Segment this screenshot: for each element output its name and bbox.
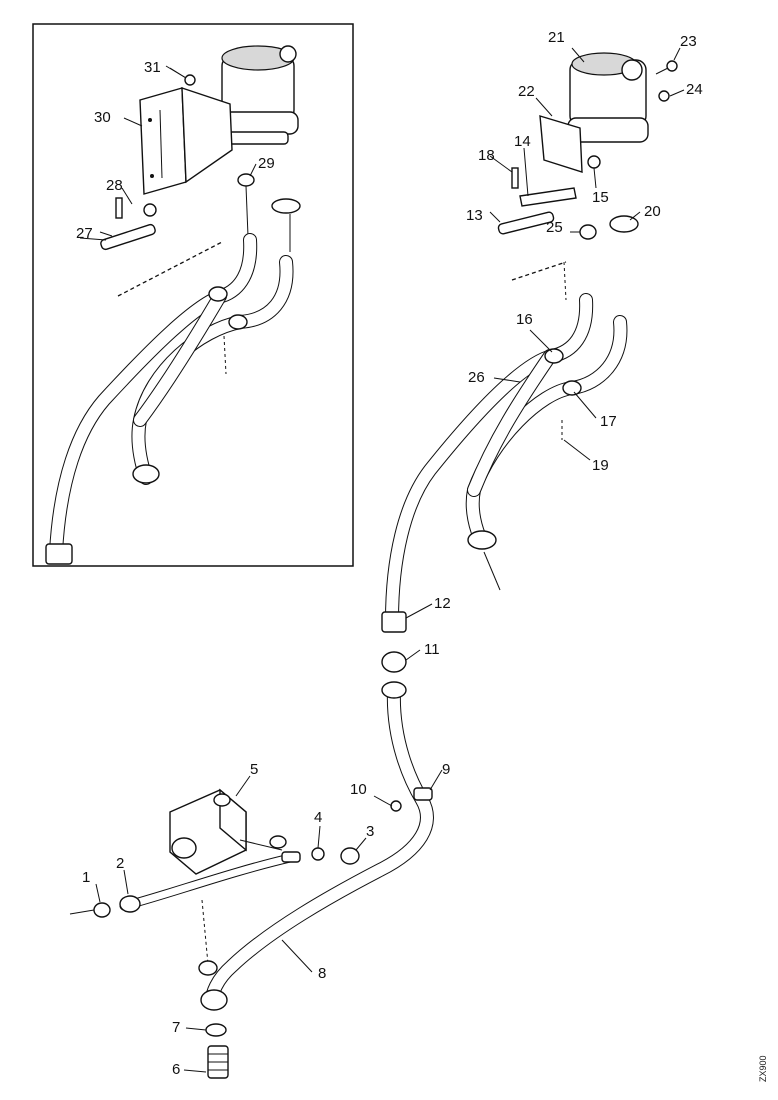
washer-15 xyxy=(587,155,601,169)
fitting-4 xyxy=(311,847,325,861)
nut-24 xyxy=(658,90,670,102)
callout-8: 8 xyxy=(318,965,326,982)
bracket-14 xyxy=(519,187,577,207)
callout-6: 6 xyxy=(172,1061,180,1078)
callout-22: 22 xyxy=(518,83,535,100)
fitting-12 xyxy=(381,611,407,633)
inset-bracket xyxy=(139,87,233,195)
callout-17: 17 xyxy=(600,413,617,430)
callout-26: 26 xyxy=(468,369,485,386)
clip-10 xyxy=(390,800,402,812)
bolt-18 xyxy=(511,167,519,189)
callout-11: 11 xyxy=(424,641,440,658)
callout-3: 3 xyxy=(366,823,374,840)
pump-5 xyxy=(169,788,247,875)
callout-18: 18 xyxy=(478,147,495,164)
leader-lines xyxy=(95,47,685,1073)
clamp-13 xyxy=(497,211,555,235)
callout-9: 9 xyxy=(442,761,450,778)
callout-13: 13 xyxy=(466,207,483,224)
callout-23: 23 xyxy=(680,33,697,50)
inset-hoses xyxy=(45,233,294,565)
inset-clamp-27 xyxy=(79,197,157,251)
callout-28: 28 xyxy=(106,177,123,194)
reservoir-21 xyxy=(567,52,649,143)
callout-2: 2 xyxy=(116,855,124,872)
inset-reservoir xyxy=(219,45,299,145)
figure-id: ZX900 xyxy=(758,1055,768,1082)
bracket-22 xyxy=(539,115,583,173)
banjo-fitting xyxy=(198,960,228,1011)
callout-21: 21 xyxy=(548,29,565,46)
callout-25: 25 xyxy=(546,219,563,236)
callout-15: 15 xyxy=(592,189,609,206)
callout-4: 4 xyxy=(314,809,322,826)
hose-assembly-26 xyxy=(385,293,628,627)
callout-31: 31 xyxy=(144,59,161,76)
pressure-line-2 xyxy=(119,835,301,913)
fitting-1 xyxy=(69,902,111,918)
callout-7: 7 xyxy=(172,1019,180,1036)
inset-fittings xyxy=(237,173,301,252)
callout-1: 1 xyxy=(82,869,90,886)
clamp-20 xyxy=(609,215,639,233)
fitting-25 xyxy=(579,224,597,240)
fitting-3 xyxy=(340,847,360,865)
banjo-bolt-6 xyxy=(207,1045,229,1079)
callout-19: 19 xyxy=(592,457,609,474)
callout-16: 16 xyxy=(516,311,533,328)
callout-24: 24 xyxy=(686,81,703,98)
callout-27: 27 xyxy=(76,225,93,242)
callout-10: 10 xyxy=(350,781,367,798)
bolt-23 xyxy=(655,60,678,75)
inset-frame xyxy=(32,23,354,567)
hose-8 xyxy=(205,681,434,1007)
washer-7 xyxy=(205,1023,227,1037)
callout-30: 30 xyxy=(94,109,111,126)
callout-5: 5 xyxy=(250,761,258,778)
callout-14: 14 xyxy=(514,133,531,150)
fitting-11 xyxy=(381,651,407,673)
callout-29: 29 xyxy=(258,155,275,172)
callout-20: 20 xyxy=(644,203,661,220)
callout-12: 12 xyxy=(434,595,451,612)
